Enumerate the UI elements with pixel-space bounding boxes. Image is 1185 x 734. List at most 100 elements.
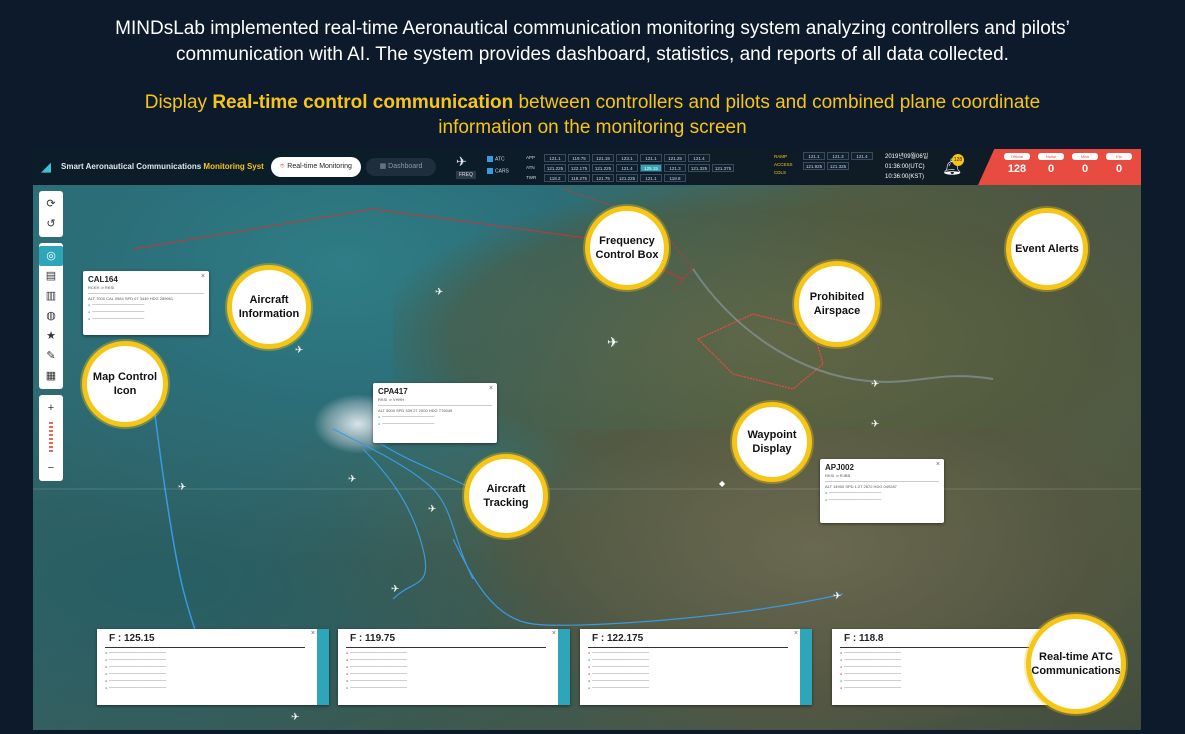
atc-message: ───────────────────────: [105, 679, 305, 683]
toolbar-group-layers: ◎ ▤ ▥ ◍ ★ ✎ ▦: [39, 243, 63, 389]
freq-cell[interactable]: 121.3: [664, 164, 686, 172]
river: [692, 268, 994, 383]
freq-cell-active[interactable]: 125.15: [640, 164, 662, 172]
freq-cell[interactable]: 121.375: [712, 164, 734, 172]
globe-icon[interactable]: ◍: [46, 310, 56, 322]
close-icon[interactable]: ×: [310, 630, 315, 637]
zoom-out-icon[interactable]: −: [47, 462, 55, 474]
freq-cell[interactable]: 121.225: [616, 174, 638, 182]
divider: [588, 647, 788, 648]
aircraft-icon[interactable]: ✈: [295, 345, 304, 356]
freq-cell[interactable]: 123.1: [616, 154, 638, 162]
radar-icon[interactable]: ◎: [39, 246, 63, 266]
atc-scrollbar[interactable]: [317, 629, 329, 705]
building-icon[interactable]: ▥: [45, 290, 57, 302]
atc-message: ───────────────────────: [840, 672, 1040, 676]
aircraft-icon[interactable]: ✈: [607, 334, 619, 350]
callsign: CPA417: [378, 387, 408, 396]
waypoint-icon[interactable]: ◆: [719, 479, 726, 488]
tab-realtime-monitoring[interactable]: ⌾Real-time Monitoring: [271, 157, 361, 177]
layers-icon[interactable]: ▤: [45, 270, 57, 282]
zoom-slider[interactable]: [39, 418, 63, 458]
atc-message: ───────────────────────: [105, 672, 305, 676]
freq-cell[interactable]: 121.225: [544, 164, 566, 172]
aircraft-icon[interactable]: ✈: [348, 474, 357, 485]
ramp-cell[interactable]: 121.3: [827, 152, 849, 160]
flight-track-5: [452, 538, 844, 626]
date-text: 2019년09월06일: [885, 154, 929, 160]
aircraft-icon[interactable]: ✈: [428, 504, 437, 515]
star-icon[interactable]: ★: [46, 330, 56, 342]
check-cars[interactable]: CARS: [487, 168, 509, 174]
refresh-icon[interactable]: ⟳: [46, 198, 56, 210]
app-topbar: ◢ Smart Aeronautical Communications Moni…: [33, 149, 1141, 185]
ramp-cell[interactable]: 121.4: [851, 152, 873, 160]
aircraft-info-popup[interactable]: × CPA417 RKSI ⇒ VHHH ALT 5000 SPD 339 27…: [373, 383, 497, 443]
aircraft-icon[interactable]: ✈: [391, 584, 400, 595]
freq-cell[interactable]: 121.325: [688, 164, 710, 172]
freq-cell[interactable]: 118.8: [664, 174, 686, 182]
freq-cell[interactable]: 121.1: [544, 154, 566, 162]
freq-cell[interactable]: 118.275: [568, 174, 590, 182]
freq-badge[interactable]: FREQ: [456, 171, 476, 179]
aircraft-icon[interactable]: ✈: [435, 287, 444, 298]
atc-message: ───────────────────────: [588, 679, 788, 683]
atc-scrollbar[interactable]: [800, 629, 812, 705]
aircraft-icon[interactable]: ✈: [871, 379, 880, 390]
aircraft-icon[interactable]: ✈: [871, 419, 880, 430]
atc-panel[interactable]: F : 122.175 × ─────────────────────── ──…: [580, 629, 812, 705]
atc-panel[interactable]: F : 125.15 × ─────────────────────── ───…: [97, 629, 329, 705]
atc-panel[interactable]: F : 119.75 × ─────────────────────── ───…: [338, 629, 570, 705]
atc-scrollbar[interactable]: [558, 629, 570, 705]
freq-cell[interactable]: 119.75: [568, 154, 590, 162]
zoom-slider-track: [49, 422, 53, 454]
alert-value: 128: [1007, 163, 1027, 175]
close-icon[interactable]: ×: [793, 630, 798, 637]
intro-line-2: communication with AI. The system provid…: [176, 44, 1009, 65]
ruler-icon[interactable]: ✎: [46, 350, 56, 362]
comm-line: ─────────────────────: [825, 491, 939, 496]
check-atc[interactable]: ATC: [487, 156, 505, 162]
rotate-icon[interactable]: ↺: [46, 218, 56, 230]
freq-cell[interactable]: 121.75: [592, 174, 614, 182]
boundary-line-2: [562, 188, 694, 290]
intro-line-1: MINDsLab implemented real-time Aeronauti…: [115, 18, 1070, 39]
aircraft-info-popup[interactable]: × CAL164 RCKH ⇒ RKSI ALT 7000 CAL 0984 S…: [83, 271, 209, 335]
freq-cell[interactable]: 121.225: [592, 164, 614, 172]
freq-cell[interactable]: 121.1: [640, 174, 662, 182]
freq-cell[interactable]: 118.2: [544, 174, 566, 182]
close-icon[interactable]: ×: [935, 461, 940, 468]
app-logo-icon: ◢: [41, 159, 51, 174]
location-pin-icon: ⌾: [280, 163, 285, 170]
check-cars-label: CARS: [495, 168, 509, 175]
close-icon[interactable]: ×: [551, 630, 556, 637]
ramp-cell[interactable]: 121.1: [803, 152, 825, 160]
check-atc-label: ATC: [495, 156, 505, 163]
atc-message: ───────────────────────: [105, 665, 305, 669]
freq-cell[interactable]: 121.4: [616, 164, 638, 172]
freq-cell[interactable]: 121.1: [640, 154, 662, 162]
ramp-cell[interactable]: 121.325: [827, 162, 849, 170]
aircraft-info-popup[interactable]: × APJ002 RKSI ⇒ RJBB ALT 14900 SPD 1:27 …: [820, 459, 944, 523]
close-icon[interactable]: ×: [200, 273, 205, 280]
ramp-labels: RAMP ACCESS CDLS: [774, 153, 793, 177]
calendar-icon[interactable]: ▦: [45, 370, 57, 382]
atc-message: ───────────────────────: [840, 658, 1040, 662]
freq-cell[interactable]: 121.4: [688, 154, 710, 162]
close-icon[interactable]: ×: [488, 385, 493, 392]
ramp-cell[interactable]: 121.925: [803, 162, 825, 170]
alert-value: 0: [1047, 163, 1055, 175]
aircraft-icon[interactable]: ✈: [178, 482, 187, 493]
aircraft-icon[interactable]: ✈: [291, 712, 300, 723]
freq-cell[interactable]: 122.175: [568, 164, 590, 172]
subtitle: Display Real-time control communication …: [0, 90, 1185, 140]
tab-dashboard[interactable]: ▦ Dashboard: [366, 158, 436, 176]
zoom-in-icon[interactable]: +: [47, 402, 55, 414]
freq-cell[interactable]: 121.25: [664, 154, 686, 162]
aircraft-icon[interactable]: ✈: [833, 591, 842, 602]
freq-cell[interactable]: 121.15: [592, 154, 614, 162]
